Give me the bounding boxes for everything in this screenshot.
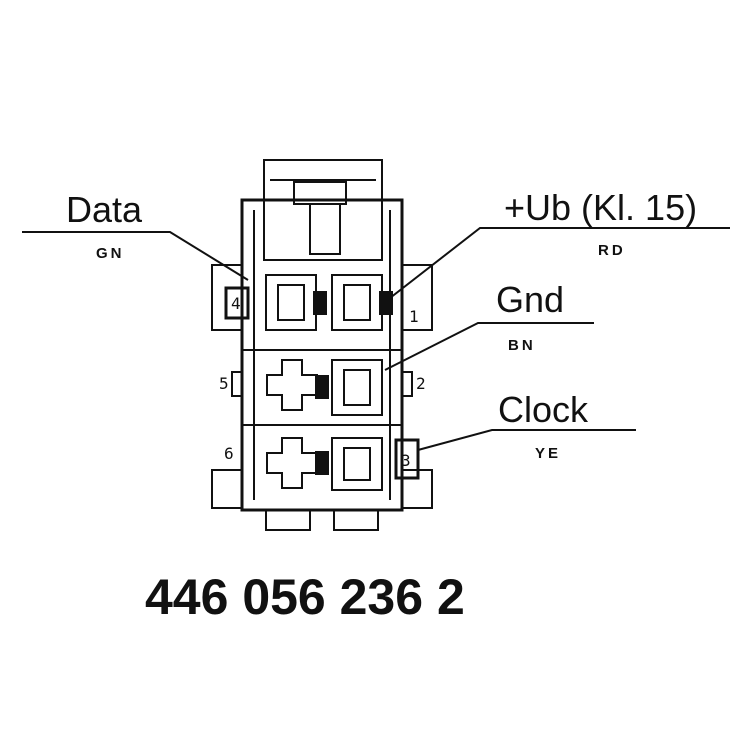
- clock-label: Clock: [498, 389, 589, 430]
- data-color-code: GN: [96, 245, 125, 262]
- pin-number-6: 6: [224, 444, 234, 463]
- terminal-row-1: [265, 274, 393, 331]
- pin-5-tab: [231, 371, 243, 397]
- ub-leader-line: [389, 227, 730, 299]
- pin-4-tab: [224, 286, 250, 320]
- terminal-row-3: [266, 437, 420, 491]
- pin-number-4: 4: [231, 294, 241, 313]
- connector-latch: [263, 159, 383, 261]
- clock-leader-line: [417, 429, 636, 451]
- pin-2-tab: [401, 371, 413, 397]
- pin-number-2: 2: [416, 374, 426, 393]
- data-label: Data: [66, 189, 143, 230]
- gnd-leader-line: [384, 322, 594, 371]
- data-leader-line: [22, 231, 249, 281]
- gnd-color-code: BN: [508, 337, 536, 354]
- ub-color-code: RD: [598, 242, 626, 259]
- pin-number-1: 1: [409, 307, 419, 326]
- pin-number-3: 3: [401, 451, 411, 470]
- terminal-row-2: [266, 359, 383, 416]
- ub-label: +Ub (Kl. 15): [504, 187, 697, 228]
- clock-color-code: YE: [535, 445, 561, 462]
- connector-body: [211, 198, 433, 531]
- gnd-label: Gnd: [496, 279, 564, 320]
- part-number: 446 056 236 2: [145, 569, 465, 625]
- pin-number-5: 5: [219, 374, 229, 393]
